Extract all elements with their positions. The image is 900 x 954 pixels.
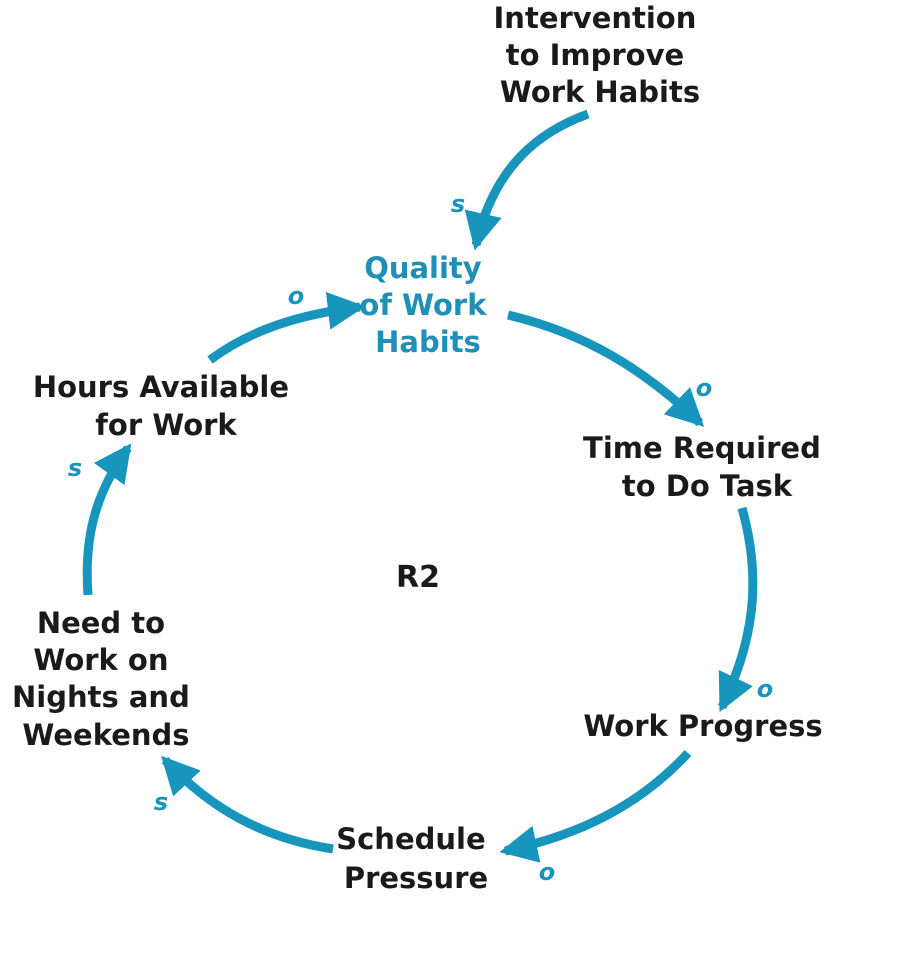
node-line: Quality — [364, 251, 482, 285]
node-line: Intervention — [494, 1, 697, 35]
polarity-label: s — [154, 788, 168, 816]
node-work-progress: Work Progress — [583, 709, 822, 743]
node-line: for Work — [95, 408, 237, 442]
node-line: Schedule — [336, 822, 485, 856]
polarity-label: s — [68, 454, 82, 482]
link-need-to-work-to-hours-available — [82, 443, 132, 596]
node-hours-available: Hours Available for Work — [33, 370, 299, 442]
link-schedule-pressure-to-need-to-work — [161, 755, 334, 854]
node-line: Work Habits — [500, 75, 700, 109]
node-line: to Do Task — [622, 469, 793, 503]
polarity-label: o — [757, 675, 774, 703]
link-hours-available-to-quality — [207, 291, 366, 364]
polarity-label: o — [539, 858, 556, 886]
node-quality-of-work-habits: Quality of Work Habits — [359, 251, 496, 359]
node-line: Need to — [37, 606, 165, 640]
node-line: Hours Available — [33, 370, 289, 404]
link-time-required-to-work-progress — [717, 506, 758, 713]
node-line: Time Required — [583, 431, 821, 465]
polarity-label: o — [696, 374, 713, 402]
polarity-label: s — [451, 190, 465, 218]
node-line: to Improve — [506, 38, 684, 72]
node-line: Habits — [375, 325, 481, 359]
link-work-progress-to-schedule-pressure — [499, 749, 692, 863]
node-intervention: Intervention to Improve Work Habits — [494, 1, 707, 109]
node-line: Weekends — [22, 718, 189, 752]
loop-label-r2: R2 — [396, 560, 440, 595]
node-line: of Work — [359, 288, 487, 322]
node-line: Work on — [33, 643, 168, 677]
node-line: Nights and — [12, 680, 190, 714]
node-line: Work Progress — [583, 709, 822, 743]
node-need-to-work: Need to Work on Nights and Weekends — [12, 606, 200, 752]
polarity-label: o — [288, 282, 305, 310]
link-quality-to-time-required — [506, 310, 705, 427]
node-schedule-pressure: Schedule Pressure — [336, 822, 496, 895]
node-line: Pressure — [344, 861, 488, 895]
node-time-required: Time Required to Do Task — [583, 431, 831, 503]
link-intervention-to-quality — [464, 109, 590, 251]
